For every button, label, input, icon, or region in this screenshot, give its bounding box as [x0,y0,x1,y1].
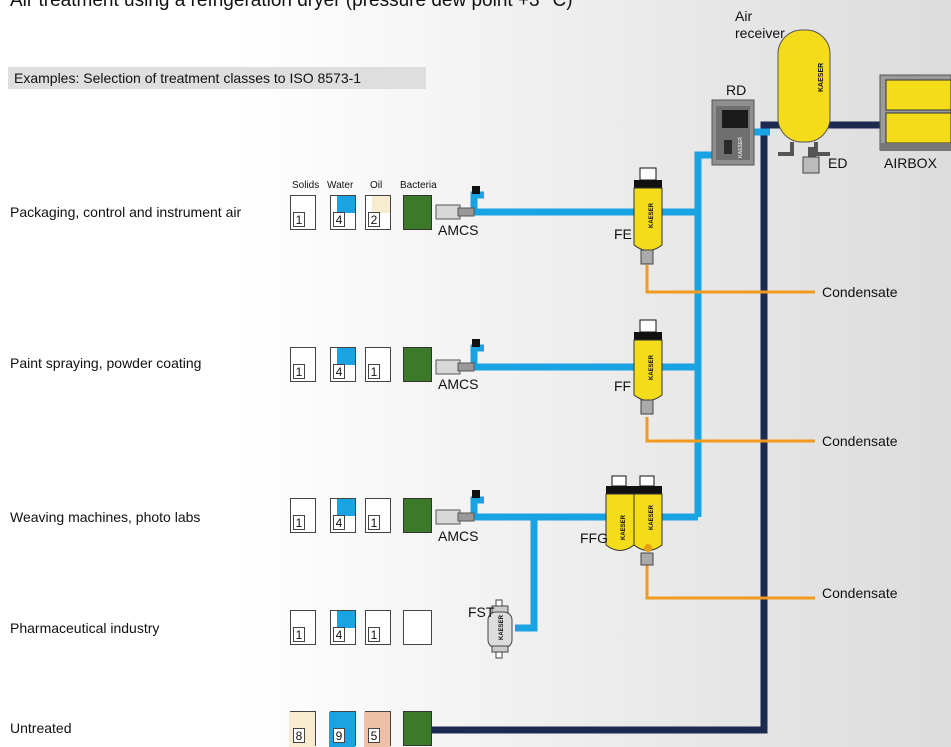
water-class: 4 [333,627,345,642]
oil-class: 2 [368,212,380,227]
application-name: Untreated [10,720,72,736]
fe-filter-icon: KAESER [633,167,663,265]
amcs-label: AMCS [438,528,479,544]
header-solids: Solids [292,180,320,191]
svg-text:KAESER: KAESER [649,504,655,530]
bacteria-box [403,711,432,746]
bacteria-box [403,195,432,230]
bacteria-box [403,610,432,645]
svg-text:KAESER: KAESER [649,354,655,380]
oil-class: 1 [368,515,380,530]
rd-label: RD [726,82,747,98]
fst-filter-icon: KAESER [487,599,513,659]
application-name: Paint spraying, powder coating [10,355,202,371]
condensate-label: Condensate [822,585,898,601]
air-receiver-icon: KAESER [777,29,831,156]
filter-label-fst: FST [468,604,495,620]
svg-text:KAESER: KAESER [738,137,744,158]
oil-class-box: 1 [365,498,391,533]
solids-class: 1 [293,515,305,530]
page-title: Air treatment using a refrigeration drye… [10,0,573,11]
solids-class-box: 1 [290,195,316,230]
amcs-valve-2 [435,359,475,375]
oil-class: 1 [368,364,380,379]
bacteria-box [403,498,432,533]
solids-class-box: 1 [290,498,316,533]
application-name: Weaving machines, photo labs [10,509,201,525]
svg-text:KAESER: KAESER [649,202,655,228]
solids-class: 8 [293,728,305,743]
water-class-box: 4 [330,498,356,533]
air-receiver-label-line2: receiver [735,25,785,41]
ed-drain-icon [802,147,820,174]
refrigeration-dryer-icon: KAESER [711,99,755,166]
ed-label: ED [828,155,848,171]
solids-class: 1 [293,364,305,379]
water-class: 4 [333,515,345,530]
application-name: Packaging, control and instrument air [10,204,242,220]
subtitle-banner: Examples: Selection of treatment classes… [8,67,426,89]
application-name: Pharmaceutical industry [10,620,160,636]
solids-class-box: 1 [290,610,316,645]
oil-class: 1 [368,627,380,642]
condensate-lines [645,265,815,600]
airbox-icon [879,74,951,151]
solids-class: 1 [293,212,305,227]
airbox-label: AIRBOX [884,155,937,171]
amcs-label: AMCS [438,376,479,392]
water-class: 4 [333,364,345,379]
filter-label-fe: FE [614,226,632,242]
ff-filter-icon: KAESER [633,319,663,415]
oil-class-box: 1 [365,347,391,382]
header-oil: Oil [370,180,383,191]
svg-text:KAESER: KAESER [621,514,627,540]
oil-class: 5 [368,728,380,743]
header-bacteria: Bacteria [400,180,437,191]
solids-class: 1 [293,627,305,642]
amcs-label: AMCS [438,222,479,238]
svg-text:KAESER: KAESER [818,63,825,92]
water-class: 9 [333,728,345,743]
oil-class-box: 5 [364,711,391,747]
water-class-box: 4 [330,195,356,230]
amcs-valve-1 [435,204,475,220]
water-class-box: 4 [330,347,356,382]
solids-class-box: 1 [290,347,316,382]
header-water: Water [327,180,354,191]
amcs-valve-3 [435,509,475,525]
bacteria-box [403,347,432,382]
solids-class-box: 8 [289,711,316,747]
oil-class-box: 1 [365,610,391,645]
filter-label-ff: FF [614,378,632,394]
ffg-filter-icon: KAESER KAESER [605,475,663,566]
air-receiver-label: Air receiver [735,8,785,42]
air-receiver-label-line1: Air [735,8,753,24]
oil-class-box: 2 [365,195,391,230]
condensate-label: Condensate [822,284,898,300]
filter-label-ffg: FFG [580,530,608,546]
condensate-label: Condensate [822,433,898,449]
water-class: 4 [333,212,345,227]
svg-text:KAESER: KAESER [499,614,505,640]
water-class-box: 4 [330,610,356,645]
water-class-box: 9 [329,711,356,747]
